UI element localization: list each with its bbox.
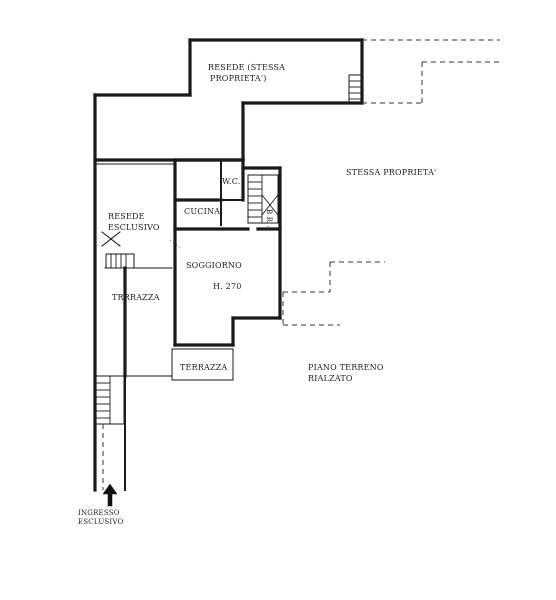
cross-mark	[101, 231, 121, 247]
arrow-up-icon	[102, 483, 118, 507]
height-label: H. 270	[213, 282, 242, 291]
terrazza-bottom-label: TERRAZZA	[180, 363, 228, 372]
cucina-label: CUCINA	[184, 207, 220, 216]
resede-stessa-label-2: PROPRIETA')	[210, 74, 267, 83]
ingresso-label-1: INGRESSO	[78, 509, 120, 517]
entrance-stair	[95, 375, 125, 425]
piano-terreno-label-1: PIANO TERRENO	[308, 363, 384, 372]
terrazza-left-label: TRRRAZZA	[112, 293, 160, 302]
entrance-path	[102, 375, 126, 491]
piano-terreno-label-2: RIALZATO	[308, 374, 353, 383]
resede-stessa-label-1: RESEDE (STESSA	[208, 63, 285, 72]
stair-left-mid	[105, 253, 135, 269]
resede-esclusivo-label-1: RESEDE	[108, 212, 145, 221]
door-marks	[169, 222, 273, 249]
property-boundary-dashed	[282, 39, 500, 326]
stair-inner	[247, 174, 279, 224]
resede-esclusivo-label-2: ESCLUSIVO	[108, 223, 160, 232]
outer-perimeter	[93, 38, 364, 492]
wc-label: W.C.	[222, 177, 241, 186]
stair-top-right	[348, 74, 362, 104]
stessa-proprieta-label: STESSA PROPRIETA'	[346, 168, 436, 177]
soggiorno-label: SOGGIORNO	[186, 261, 242, 270]
building-walls	[104, 158, 282, 381]
small-mark-label: B R	[265, 209, 273, 223]
ingresso-label-2: ESCLUSIVO	[78, 518, 124, 526]
